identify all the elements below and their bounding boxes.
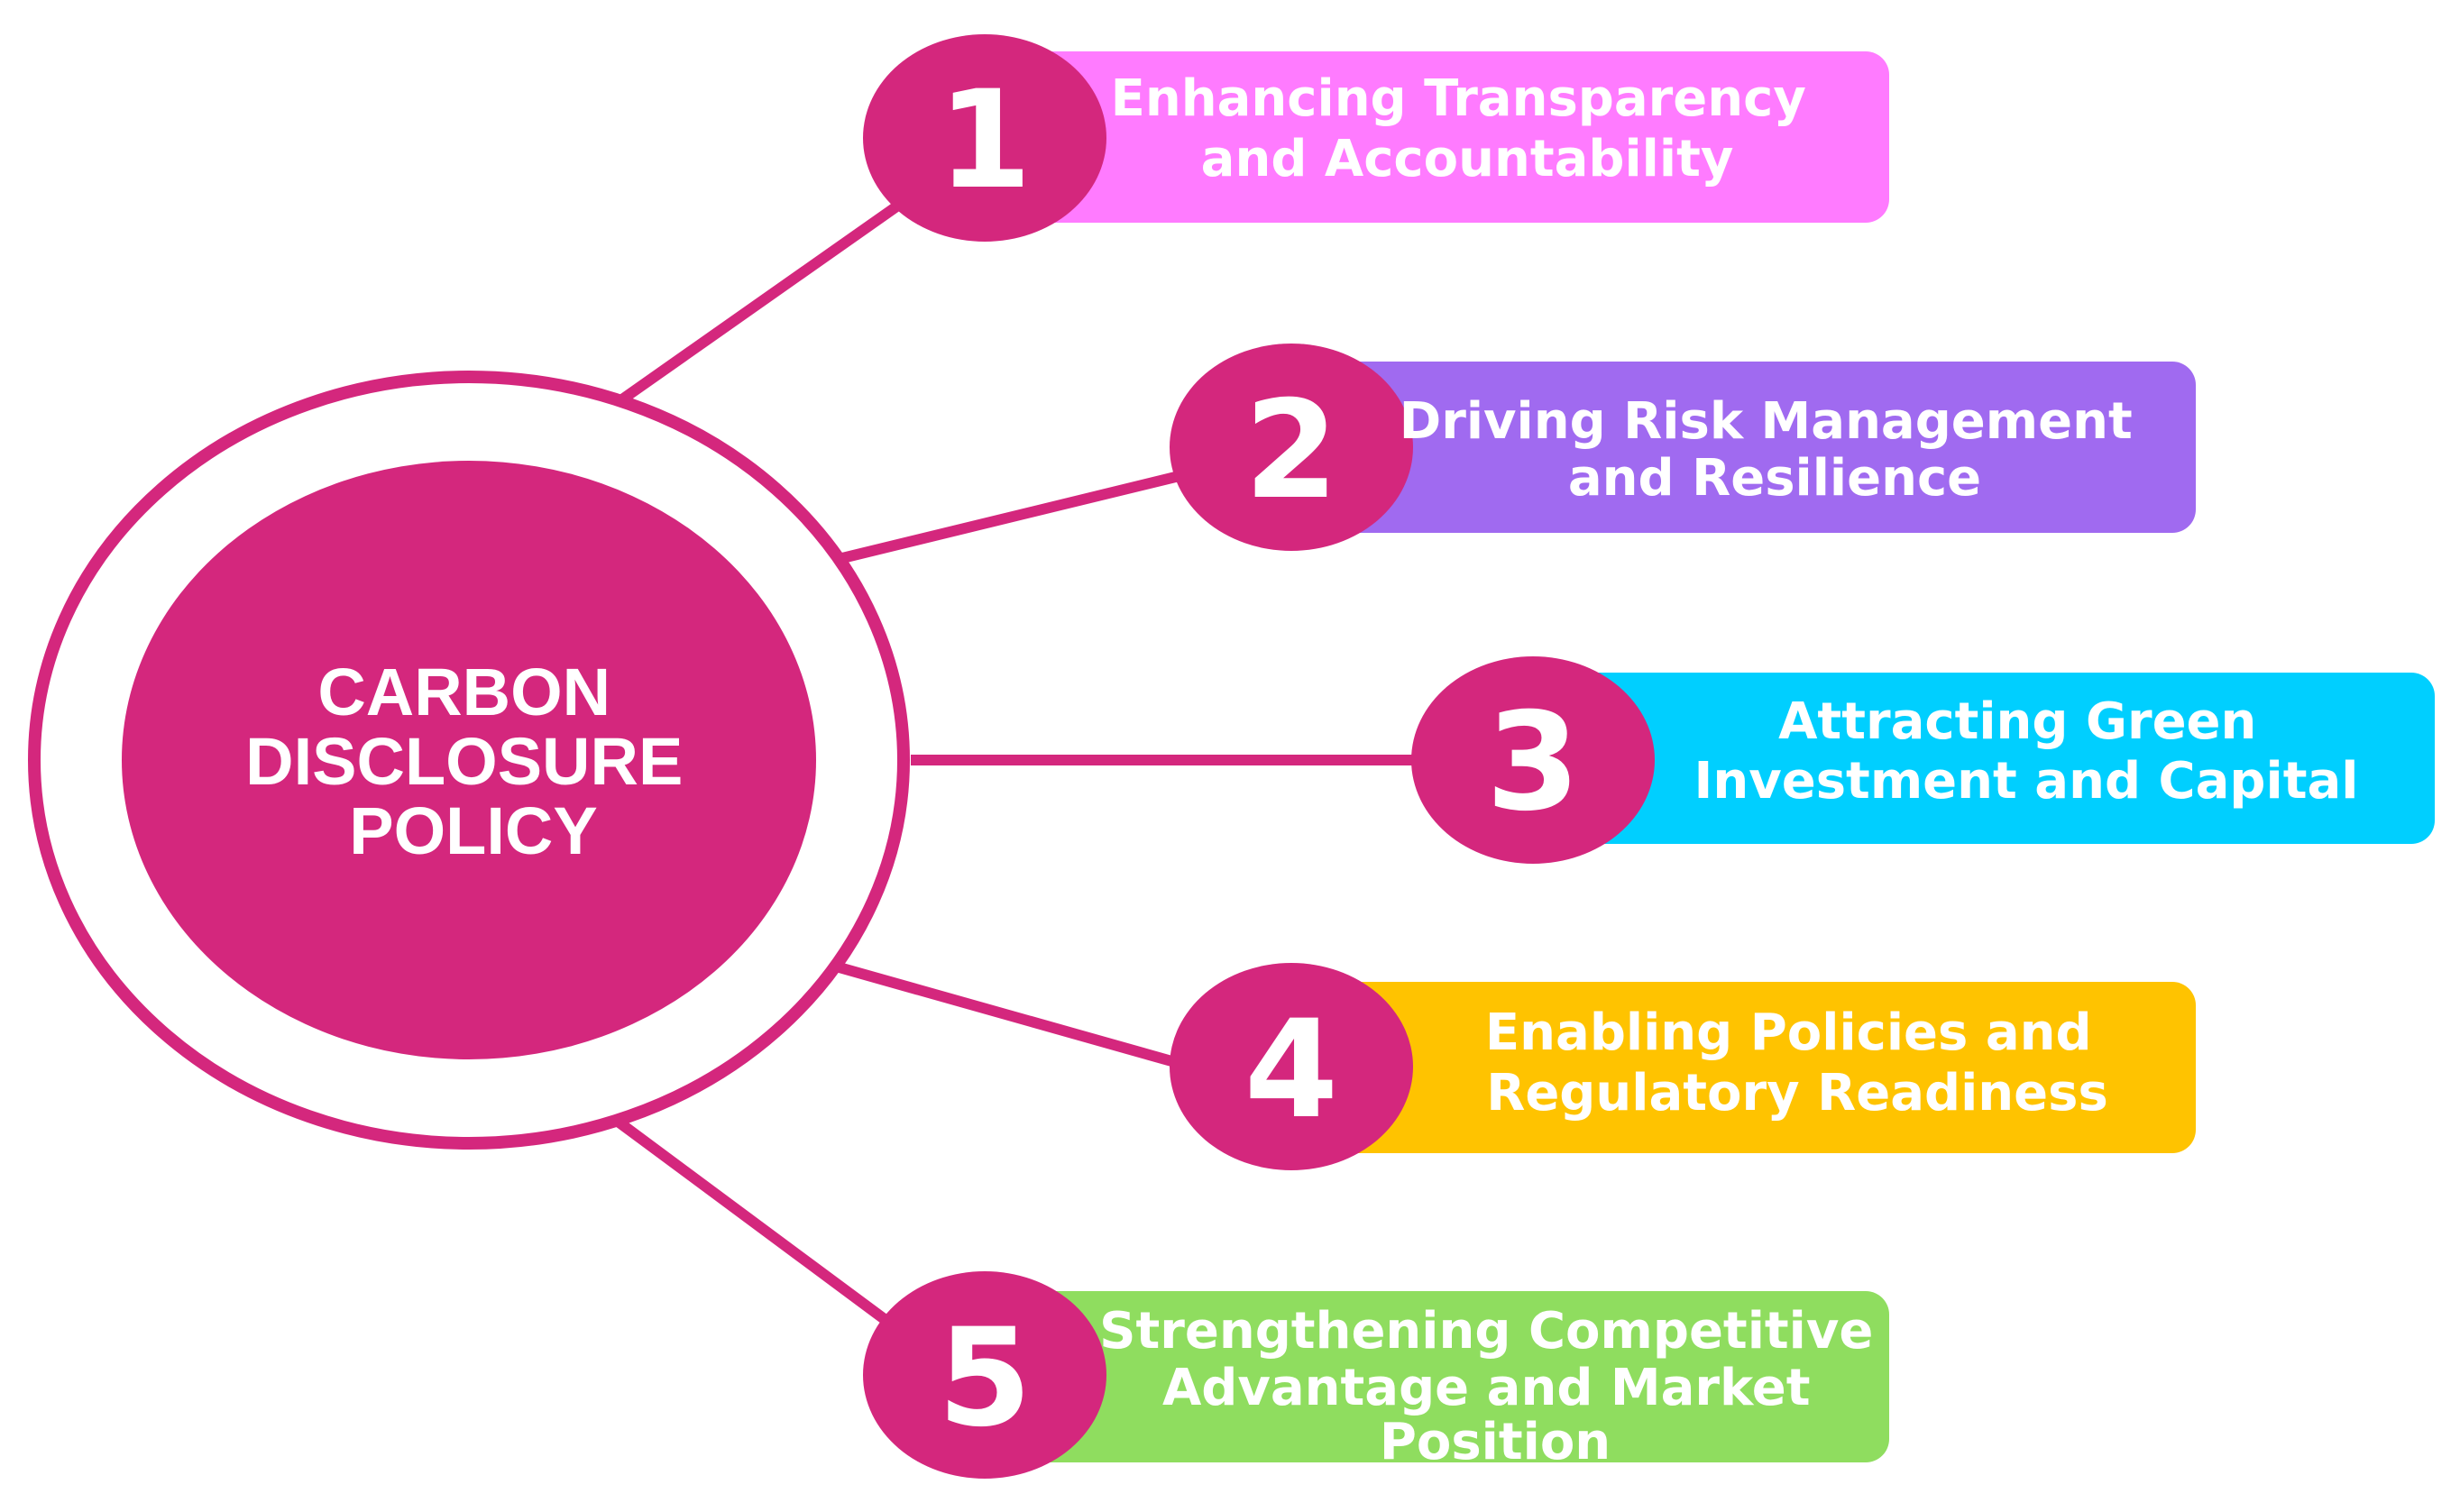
item-1: 1 Enhancing Transparency and Accountabil… (863, 34, 1889, 242)
item-4: 4 Enabling Policies and Regulatory Readi… (1170, 963, 2196, 1170)
item-2-badge (1170, 344, 1413, 551)
item-4-label: Enabling Policies and Regulatory Readine… (1485, 1003, 2109, 1123)
item-2: 2 Driving Risk Management and Resilience (1170, 344, 2196, 551)
item-5-badge (863, 1271, 1106, 1479)
item-5-label: Strengthening Competitive Advantage and … (1099, 1302, 1891, 1471)
item-5-label-line-3: Position (1380, 1413, 1611, 1471)
connector-2 (837, 468, 1192, 564)
connector-5 (610, 1113, 896, 1330)
item-3-label-line-2: Investment and Capital (1694, 752, 2359, 811)
item-5-label-line-1: Strengthening Competitive (1099, 1302, 1873, 1361)
item-5-number: 5 (938, 1300, 1032, 1457)
item-3-label: Attracting Green Investment and Capital (1694, 692, 2359, 811)
item-3-box (1574, 673, 2435, 844)
item-4-box (1330, 982, 2196, 1153)
hub-title-line-2: DISCLOSURE (245, 724, 683, 799)
item-4-number: 4 (1244, 992, 1338, 1149)
item-3-number: 3 (1486, 684, 1580, 841)
item-1-label-line-2: and Accountability (1201, 130, 1734, 188)
item-4-label-line-2: Regulatory Readiness (1486, 1064, 2108, 1123)
connector-lines (610, 198, 1416, 1330)
hub-title-line-3: POLICY (349, 793, 597, 868)
item-2-label-line-2: and Resilience (1568, 449, 1981, 508)
item-2-label: Driving Risk Management and Resilience (1400, 392, 2151, 508)
item-1-label: Enhancing Transparency and Accountabilit… (1111, 69, 1824, 188)
item-2-number: 2 (1244, 372, 1338, 529)
item-3: 3 Attracting Green Investment and Capita… (1411, 656, 2435, 864)
item-2-label-line-1: Driving Risk Management (1400, 392, 2133, 451)
hub-inner-circle (122, 461, 816, 1059)
item-5: 5 Strengthening Competitive Advantage an… (863, 1271, 1891, 1479)
item-4-badge (1170, 963, 1413, 1170)
item-1-box (1023, 51, 1889, 223)
hub-title-line-1: CARBON (317, 655, 610, 729)
item-3-label-line-1: Attracting Green (1778, 692, 2256, 751)
item-5-label-line-2: Advantage and Market (1162, 1359, 1811, 1417)
item-4-label-line-1: Enabling Policies and (1485, 1003, 2092, 1062)
hub-title: CARBON DISCLOSURE POLICY (245, 655, 702, 868)
connector-4 (828, 959, 1183, 1069)
connector-1 (610, 198, 905, 410)
central-hub: CARBON DISCLOSURE POLICY (28, 371, 910, 1150)
item-2-box (1330, 362, 2196, 533)
item-5-box (1023, 1291, 1889, 1462)
item-1-badge (863, 34, 1106, 242)
item-1-label-line-1: Enhancing Transparency (1111, 69, 1806, 128)
item-3-badge (1411, 656, 1655, 864)
item-1-number: 1 (938, 62, 1032, 219)
